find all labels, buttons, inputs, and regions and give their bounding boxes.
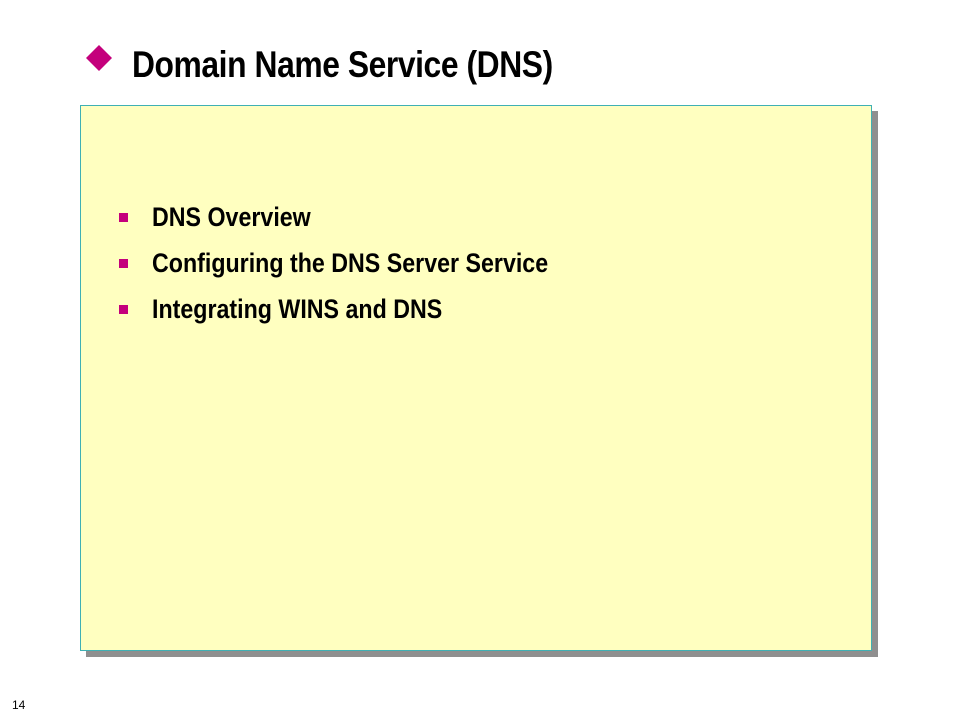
bullet-text: Configuring the DNS Server Service xyxy=(152,248,549,278)
square-bullet-icon xyxy=(119,213,128,222)
page-number: 14 xyxy=(12,698,26,712)
bullet-text: DNS Overview xyxy=(152,202,311,232)
diamond-bullet-icon xyxy=(86,45,112,71)
square-bullet-icon xyxy=(119,305,128,314)
square-bullet-icon xyxy=(119,259,128,268)
content-box: DNS Overview Configuring the DNS Server … xyxy=(80,105,872,651)
bullet-text: Integrating WINS and DNS xyxy=(152,294,443,324)
slide-title: Domain Name Service (DNS) xyxy=(132,44,553,85)
